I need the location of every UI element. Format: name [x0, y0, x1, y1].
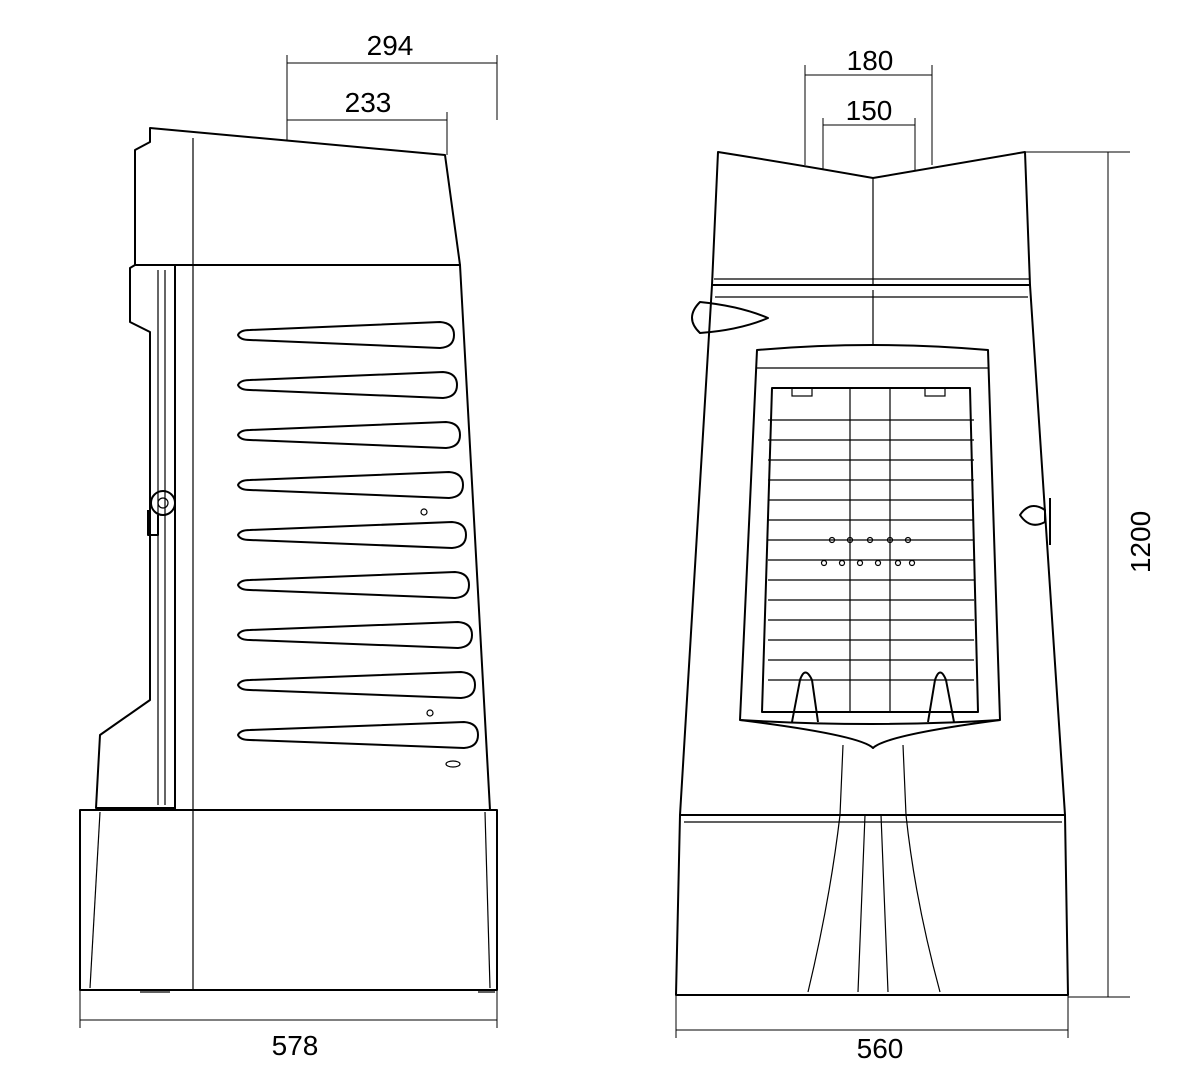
front-top-section: [711, 151, 1031, 286]
air-hole: [886, 536, 894, 544]
air-hole: [908, 559, 916, 567]
air-hole: [838, 559, 846, 567]
side-base: [79, 809, 498, 993]
dimension-180: 180: [804, 45, 933, 165]
side-view: 294 233 578: [79, 30, 498, 1061]
air-hole: [856, 559, 864, 567]
air-hole: [820, 559, 828, 567]
dimension-label: 1200: [1125, 511, 1156, 573]
louver-slot: [237, 471, 464, 499]
dimension-1200: 1200: [1025, 151, 1156, 998]
dimension-label: 560: [857, 1033, 904, 1064]
air-hole: [846, 536, 854, 544]
right-handle: [1019, 498, 1051, 545]
dimension-294: 294: [286, 30, 498, 140]
dimension-label: 180: [847, 45, 894, 76]
louver-slot: [237, 371, 458, 399]
side-hole: [420, 508, 428, 516]
louver-slot: [237, 421, 461, 449]
dimension-560: 560: [675, 995, 1069, 1064]
louver-slot: [237, 721, 479, 749]
louver-slot: [237, 671, 476, 699]
air-hole: [894, 559, 902, 567]
side-body: [95, 264, 491, 990]
louver-slot: [237, 521, 467, 549]
dimension-233: 233: [287, 87, 448, 155]
air-hole: [874, 559, 882, 567]
dimension-label: 294: [367, 30, 414, 61]
dimension-label: 233: [345, 87, 392, 118]
front-view: 180 150 1200 560: [675, 45, 1156, 1064]
side-top-section: [134, 127, 461, 266]
dimension-label: 578: [272, 1030, 319, 1061]
dimension-label: 150: [846, 95, 893, 126]
air-hole: [828, 536, 836, 544]
dimension-150: 150: [822, 95, 916, 170]
side-hole: [445, 760, 461, 768]
dimension-578: 578: [79, 990, 498, 1061]
fire-window: [739, 344, 1001, 725]
louver-slot: [237, 321, 455, 349]
side-door-handle: [147, 490, 176, 536]
front-base: [675, 814, 1069, 996]
side-air-louvers: [237, 321, 479, 749]
louver-slot: [237, 571, 470, 599]
side-hole: [426, 709, 434, 717]
front-pedestal: [739, 719, 1001, 993]
left-handle: [691, 301, 769, 334]
air-hole: [866, 536, 874, 544]
front-body: [679, 284, 1066, 816]
firebox-bricks: [768, 419, 974, 681]
louver-slot: [237, 621, 473, 649]
air-hole: [904, 536, 912, 544]
